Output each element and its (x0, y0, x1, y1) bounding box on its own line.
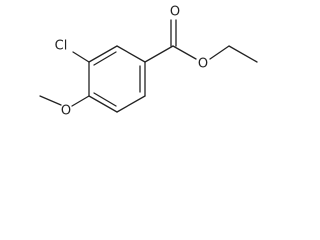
ring-bond-c3-c4 (88, 95, 118, 113)
bond-ch2-to-ch3 (228, 45, 258, 63)
methoxy-oxygen-label: O (61, 104, 71, 119)
ester-oxygen-label: O (198, 57, 208, 72)
ring-bond-c2-c3 (116, 95, 146, 113)
bond-methoxy-oxygen-to-methyl (39, 95, 62, 106)
ring-double-bond-c3-c4 (93, 92, 117, 107)
ring-double-bond-c5-c6 (93, 51, 117, 66)
bond-ester-oxygen-to-ch2 (209, 45, 230, 60)
bond-carbonyl-to-ester-oxygen (172, 45, 197, 60)
ethyl-ester-group: O O (144, 5, 258, 72)
methoxy-substituent: O (39, 95, 90, 119)
benzene-ring (88, 45, 146, 113)
bond-ring-to-chlorine (72, 51, 90, 63)
chemical-structure-diagram: O O Cl O (39, 5, 258, 119)
chlorine-label: Cl (55, 39, 68, 54)
carbonyl-oxygen-label: O (170, 5, 180, 20)
chloro-substituent: Cl (55, 39, 90, 63)
ring-bond-c6-c1 (116, 45, 146, 63)
ring-bond-c5-c6 (88, 45, 118, 63)
bond-ring-to-carbonyl (144, 45, 174, 63)
bond-ring-to-methoxy-oxygen (71, 95, 90, 107)
